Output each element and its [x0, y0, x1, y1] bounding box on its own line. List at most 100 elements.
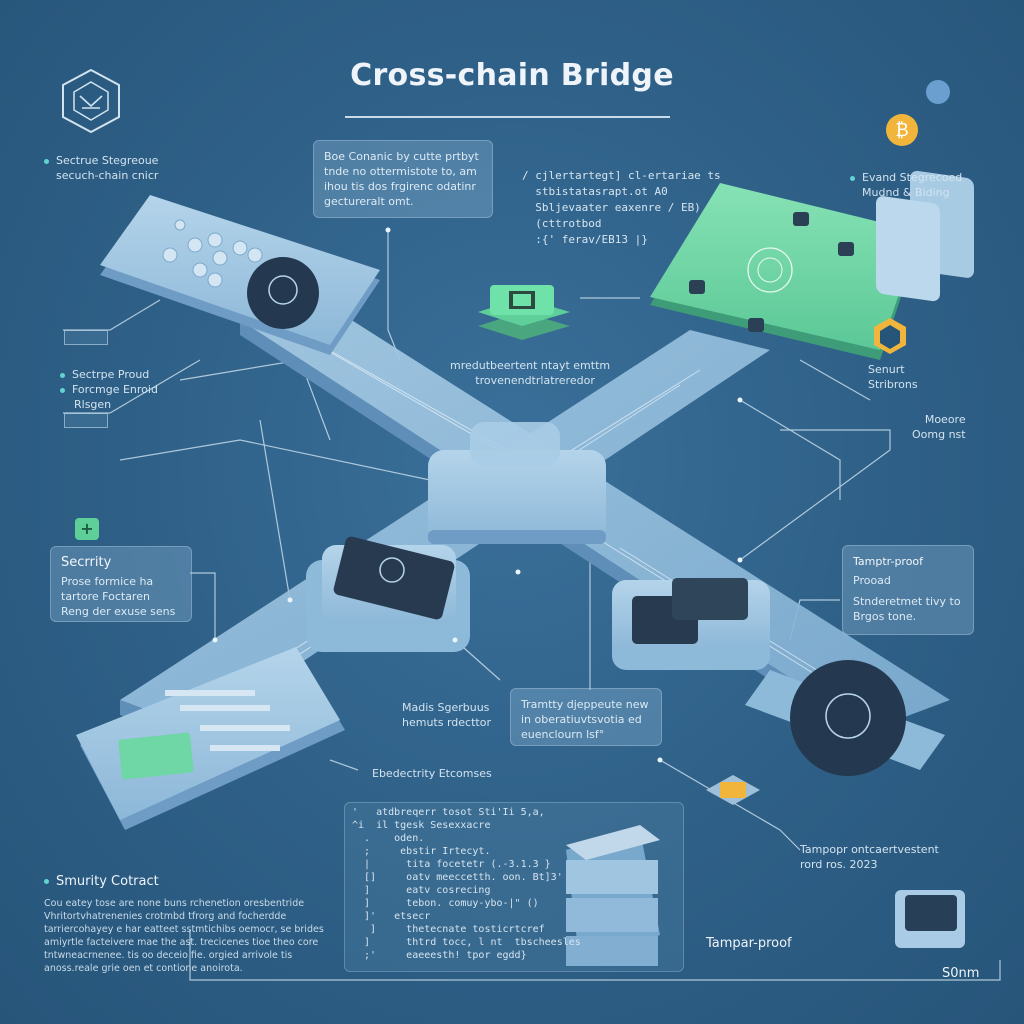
code-line: (cttrotbod — [522, 217, 602, 230]
label-text: Forcmge Enroid — [72, 383, 158, 396]
label-text: Madis Sgerbuus — [402, 701, 490, 714]
security-box: Secrrity Prose formice ha tartore Foctar… — [50, 546, 192, 622]
code-line: ^i il tgesk Sesexxacre — [352, 820, 491, 831]
code-panel — [344, 802, 684, 972]
platform-bottom-left — [76, 647, 345, 830]
node-right — [612, 578, 770, 670]
connector-line — [259, 419, 291, 601]
page-title: Cross-chain Bridge — [350, 58, 674, 93]
label-right-mid-2: Moeore Oomg nst — [912, 412, 966, 442]
code-line: | tita focetetr (.-3.1.3 } — [352, 859, 551, 870]
input-box-decor — [64, 413, 108, 428]
connector-line — [659, 759, 801, 851]
shield-plus-icon: + — [75, 518, 99, 540]
node-left — [306, 536, 470, 652]
code-line: . oden. — [352, 833, 425, 844]
connector-line — [190, 572, 216, 640]
code-line: ' atdbreqerr tosot Sti'Ii 5,a, — [352, 807, 545, 818]
accent-dot — [44, 879, 49, 884]
accent-dot — [60, 372, 65, 378]
label-text: Tampopr ontcaertvestent — [800, 843, 939, 856]
code-line: stbistatasrapt.ot A0 — [522, 185, 668, 198]
code-line: ] eatv cosrecing — [352, 885, 491, 896]
label-text: Senurt — [868, 363, 905, 376]
label-text: secuch-chain cnicr — [56, 169, 159, 182]
label-tamper-proof: Tampar-proof — [706, 936, 792, 951]
green-chip-stack — [478, 285, 570, 340]
code-line: ;' eaeeesth! tpor egdd} — [352, 950, 527, 961]
security-box-title: Secrrity — [61, 555, 112, 570]
trinity-box: Tramtty djeppeute new in oberatiuvtsvoti… — [510, 688, 662, 746]
title-underline — [345, 116, 670, 118]
coin-cards: ₿ — [876, 80, 974, 302]
hexagon-medal — [874, 318, 906, 354]
junction-dots — [212, 227, 743, 763]
contract-title: Smurity Cotract — [44, 874, 344, 889]
code-line: :{' ferav/EB13 |} — [522, 233, 648, 246]
label-text: Moeore — [924, 413, 966, 426]
contract-body: Cou eatey tose are none buns rchenetion … — [44, 898, 324, 974]
label-text: Evand Stegrecoed — [862, 171, 963, 184]
connector-line — [189, 930, 1001, 981]
label-text: Oomg nst — [912, 428, 966, 441]
label-text: mredutbeertent ntayt emttm — [450, 359, 611, 372]
node-bottom-right — [745, 660, 945, 776]
label-text: trovenendtrlatreredor — [475, 374, 595, 387]
info-box-top: Boe Conanic by cutte prtbyt tnde no otte… — [313, 140, 493, 218]
contract-title-text: Smurity Cotract — [56, 874, 159, 889]
label-top-right: Evand Stegrecoed Mudnd & Biding — [850, 170, 962, 200]
code-line: ] tebon. comuy-ybo-|" () — [352, 898, 539, 909]
connector-line — [329, 759, 359, 771]
gold-chip — [706, 775, 760, 805]
label-tamper-bottom: Tampopr ontcaertvestent rord ros. 2023 — [800, 842, 939, 872]
svg-text:₿: ₿ — [895, 120, 908, 141]
label-center: mredutbeertent ntayt emttm trovenendtrla… — [450, 358, 610, 388]
code-line: ] thetecnate tosticrtcref — [352, 924, 545, 935]
label-text: rord ros. 2023 — [800, 858, 878, 871]
label-text: hemuts rdecttor — [402, 716, 491, 729]
accent-dot — [44, 158, 49, 164]
code-line: ] thtrd tocc, l nt tbscheesles — [352, 937, 581, 948]
code-block-bottom: ' atdbreqerr tosot Sti'Ii 5,a, ^i il tges… — [352, 806, 581, 962]
platform-top-left — [100, 195, 380, 355]
label-top-left: Sectrue Stegreoue secuch-chain cnicr — [44, 153, 158, 183]
tamper-box-subtitle: Prooad — [853, 574, 891, 587]
server-chip-small — [895, 890, 965, 948]
label-left-mid: Sectrpe Proud Forcmge Enroid Rlsgen — [60, 367, 158, 412]
label-madis: Madis Sgerbuus hemuts rdecttor — [402, 700, 491, 730]
accent-dot — [850, 175, 855, 181]
connector-line — [63, 299, 161, 331]
code-line: ]' etsecr — [352, 911, 431, 922]
label-electricity: Ebedectrity Etcomses — [372, 767, 492, 780]
tamper-box: Tamptr-proof Prooad Stnderetmet tivy to … — [842, 545, 974, 635]
code-line: [] oatv meeccetth. oon. Bt]3' — [352, 872, 563, 883]
label-right-mid: Senurt Stribrons — [868, 362, 918, 392]
connector-line — [387, 230, 401, 361]
security-box-body: Prose formice ha tartore Foctaren Reng d… — [61, 575, 176, 618]
connector-line — [739, 399, 841, 500]
tamper-box-title: Tamptr-proof — [853, 555, 924, 568]
code-block-top: / cjlertartegt] cl-ertariae ts stbistata… — [522, 168, 721, 248]
center-hub — [428, 422, 606, 544]
connector-line — [739, 429, 891, 561]
code-line: Sbljevaater eaxenre / EB) — [522, 201, 701, 214]
label-text: Rlsgen — [74, 398, 112, 411]
connector-line — [119, 439, 431, 481]
accent-dot — [60, 387, 65, 393]
input-box-decor — [64, 330, 108, 345]
platform-top-right — [650, 183, 920, 360]
hexagon-bridge-icon — [62, 68, 120, 134]
contract-section: Smurity Cotract Cou eatey tose are none … — [44, 874, 344, 975]
label-text: Sectrue Stegreoue — [56, 154, 159, 167]
code-line: ; ebstir Irtecyt. — [352, 846, 491, 857]
label-scale: S0nm — [942, 966, 980, 981]
connector-lines — [63, 230, 1001, 981]
tamper-box-body: Stnderetmet tivy to Brgos tone. — [853, 595, 961, 623]
label-text: Stribrons — [868, 378, 918, 391]
label-text: Sectrpe Proud — [72, 368, 150, 381]
label-text: Mudnd & Biding — [862, 186, 950, 199]
connector-line — [799, 359, 871, 401]
code-line: / cjlertartegt] cl-ertariae ts — [522, 169, 721, 182]
